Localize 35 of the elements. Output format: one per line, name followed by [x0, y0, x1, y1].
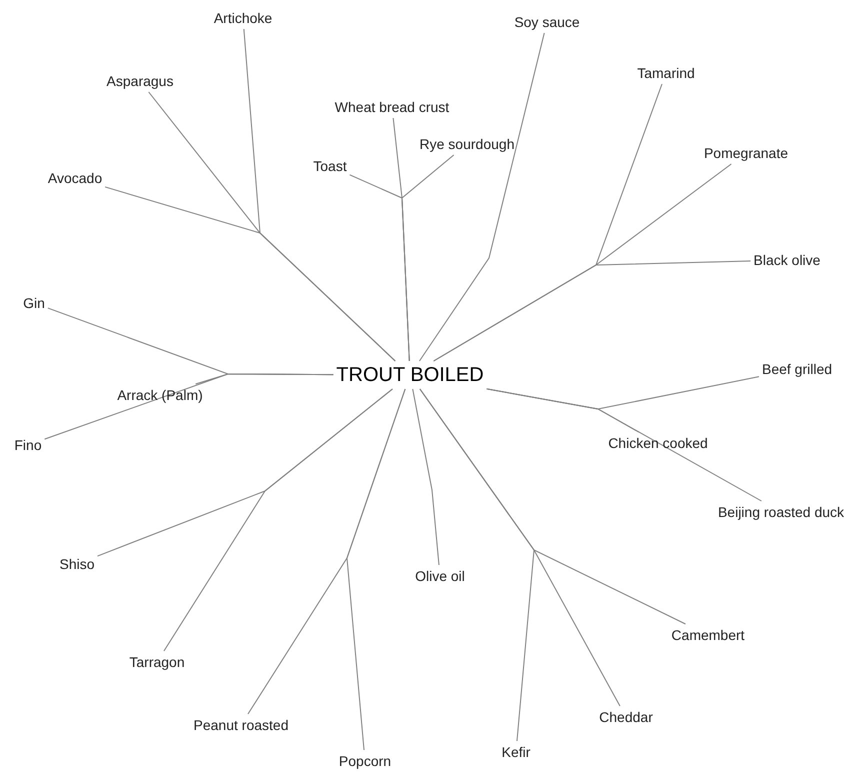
leaf-label: Cheddar	[599, 709, 653, 725]
leaf-label: Peanut roasted	[194, 717, 288, 733]
leaf-label: Asparagus	[106, 73, 174, 89]
leaf-label: Avocado	[48, 170, 102, 186]
leaf-label: Gin	[23, 295, 45, 311]
branch-line	[412, 388, 440, 566]
branch-line	[486, 388, 762, 502]
leaf-label: Artichoke	[214, 10, 272, 26]
leaf-label: Black olive	[754, 252, 820, 268]
leaf-label: Arrack (Palm)	[117, 387, 203, 403]
branch-line	[104, 186, 396, 362]
branch-line	[419, 388, 686, 624]
leaf-label: Tarragon	[129, 654, 185, 670]
leaf-label: Camembert	[671, 627, 745, 643]
leaf-label: Beijing roasted duck	[718, 504, 844, 520]
leaf-label: Kefir	[502, 744, 530, 760]
branch-line	[418, 32, 545, 362]
leaf-label: Rye sourdough	[420, 136, 514, 152]
branch-line	[433, 260, 752, 362]
leaf-label: Toast	[313, 158, 347, 174]
leaf-label: Olive oil	[415, 568, 465, 584]
leaf-label: Wheat bread crust	[334, 99, 450, 115]
leaf-label: Shiso	[59, 556, 95, 572]
leaf-label: Chicken cooked	[608, 435, 708, 451]
leaf-label: Pomegranate	[704, 145, 788, 161]
branch-line	[346, 388, 406, 750]
leaf-label: Popcorn	[338, 753, 392, 769]
leaf-label: Beef grilled	[762, 361, 832, 377]
leaf-label: Soy sauce	[514, 14, 580, 30]
leaf-label: Tamarind	[637, 65, 695, 81]
branch-line	[401, 154, 454, 362]
branch-line	[163, 388, 393, 652]
root-label: TROUT BOILED	[336, 364, 484, 386]
branch-line	[44, 374, 334, 440]
leaf-label: Fino	[14, 437, 42, 453]
